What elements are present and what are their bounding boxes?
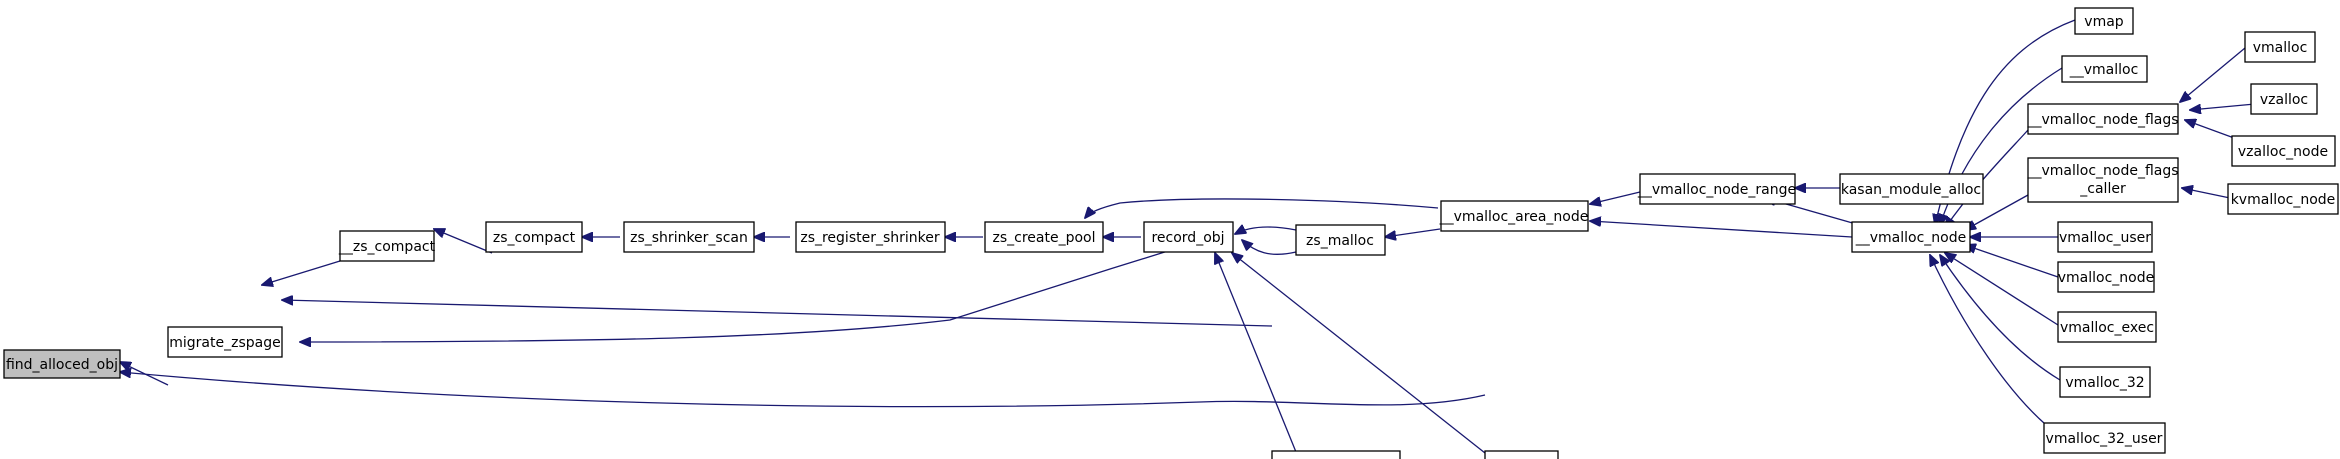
node-vmalloc_node_range[interactable]: __vmalloc_node_range: [1637, 173, 1796, 205]
node-label: __zs_compact: [338, 239, 436, 255]
edge-zs_exit-record_obj: [1232, 253, 1486, 454]
node-migrate_zspage[interactable]: migrate_zspage: [167, 326, 283, 358]
node-vzalloc_node[interactable]: vzalloc_node: [2231, 135, 2336, 167]
node-vmalloc_32[interactable]: vmalloc_32: [2059, 366, 2151, 398]
node-kvmalloc_node[interactable]: kvmalloc_node: [2227, 183, 2339, 215]
node-zs_register_shrinker[interactable]: zs_register_shrinker: [795, 221, 946, 253]
edge-vmalloc_area_node-zs_malloc: [1385, 228, 1441, 237]
edge-kvmalloc_node-vmalloc_node_flags_caller: [2182, 188, 2231, 199]
node-vmalloc_node_flags_caller[interactable]: __vmalloc_node_flags _caller: [2026, 157, 2179, 203]
node-label: zs_compact: [493, 230, 576, 246]
node-label: __vmalloc: [2069, 62, 2139, 78]
node-label: __vmalloc_node_range: [1637, 182, 1796, 198]
node-vmalloc_node_inner[interactable]: __vmalloc_node: [1851, 221, 1971, 253]
node-label: vmalloc: [2253, 40, 2308, 56]
edge-vmalloc_area_node-zs_create_pool: [1085, 198, 1439, 218]
node-label: vzalloc: [2260, 92, 2308, 108]
node-vmalloc_32_user[interactable]: vmalloc_32_user: [2043, 422, 2166, 454]
edge-vmalloc_node-vmalloc_node_inner: [1965, 245, 2059, 278]
node-label: zs_shrinker_scan: [630, 230, 748, 246]
edge-vmalloc-vmalloc_node_flags: [2180, 47, 2246, 102]
edge-zs_compact-zs_compact_inner: [434, 229, 493, 254]
node-label: kvmalloc_node: [2231, 192, 2336, 208]
node-label-line2: _caller: [2079, 181, 2126, 197]
node-label: __vmalloc_area_node: [1439, 209, 1589, 225]
edge-vmalloc_node_range-vmalloc_area_node: [1590, 191, 1641, 204]
node-zs_compact_inner[interactable]: __zs_compact: [338, 230, 436, 262]
node-label: kasan_module_alloc: [1841, 182, 1981, 198]
node-label: vmalloc_32: [2065, 375, 2144, 391]
edge-vmalloc_node_inner-vmalloc_area_node: [1590, 221, 1853, 238]
edge-vmalloc_node_flags_caller-vmalloc_node_inner: [1965, 194, 2029, 230]
node-kasan_module_alloc[interactable]: kasan_module_alloc: [1839, 173, 1984, 205]
node-vzalloc[interactable]: vzalloc: [2250, 83, 2318, 115]
edge-zs_malloc-record_obj-2: [1242, 240, 1297, 255]
node-label: __vmalloc_node: [1855, 230, 1966, 246]
node-label: vzalloc_node: [2238, 144, 2328, 160]
node-label: zs_malloc: [1306, 233, 1374, 249]
edge-record_obj-migrate_zspage: [300, 250, 1169, 342]
edge-zs_exit-find_alloced_obj: [120, 372, 1486, 408]
edges: [120, 19, 2256, 454]
node-label: __vmalloc_node_flags: [2026, 163, 2178, 179]
edge-vmalloc_node_flags-vmalloc_node_inner: [1945, 129, 2029, 228]
node-label: __vmalloc_node_flags: [2026, 112, 2178, 128]
edge-vzalloc-vmalloc_node_flags: [2190, 103, 2256, 110]
node-vmalloc_exec[interactable]: vmalloc_exec: [2057, 311, 2157, 343]
edge-vmalloc_32-vmalloc_node_inner: [1940, 255, 2061, 381]
node-record_obj[interactable]: record_obj: [1143, 221, 1234, 253]
node-label: vmalloc_user: [2059, 230, 2151, 246]
node-zs_malloc[interactable]: zs_malloc: [1295, 224, 1386, 256]
node-vmalloc[interactable]: vmalloc: [2244, 31, 2316, 63]
node-vmalloc_inner[interactable]: __vmalloc: [2061, 55, 2148, 83]
node-label: vmalloc_node: [2058, 270, 2154, 286]
node-putback_zspage[interactable]: putback_zspage: [1271, 450, 1401, 459]
node-label: vmalloc_32_user: [2046, 431, 2163, 447]
node-zs_exit[interactable]: zs_exit: [1484, 450, 1559, 459]
node-label: migrate_zspage: [169, 335, 280, 351]
node-label: record_obj: [1151, 230, 1224, 246]
node-find_alloced_obj[interactable]: find_alloced_obj: [3, 349, 121, 379]
node-vmalloc_area_node[interactable]: __vmalloc_area_node: [1439, 200, 1589, 232]
node-vmalloc_node[interactable]: vmalloc_node: [2057, 261, 2155, 293]
edge-vmalloc_32_user-vmalloc_node_inner: [1930, 255, 2061, 437]
node-vmalloc_node_flags[interactable]: __vmalloc_node_flags: [2026, 103, 2179, 135]
node-vmalloc_user[interactable]: vmalloc_user: [2057, 221, 2153, 253]
node-label: vmalloc_exec: [2060, 320, 2154, 336]
edge-putback_zspage-record_obj: [1215, 253, 1297, 453]
node-label: zs_create_pool: [993, 230, 1096, 246]
node-vmap[interactable]: vmap: [2074, 7, 2134, 35]
node-label: zs_register_shrinker: [800, 230, 940, 246]
node-label: vmap: [2084, 14, 2124, 30]
edge-zs_malloc-record_obj: [1235, 227, 1297, 234]
node-label: find_alloced_obj: [6, 357, 118, 373]
node-zs_shrinker_scan[interactable]: zs_shrinker_scan: [623, 221, 755, 253]
edge-zs_compact_inner-migrate_zspage: [262, 260, 341, 285]
edge-vmalloc_exec-vmalloc_node_inner: [1945, 253, 2059, 326]
edge-putback_zspage-migrate_zspage: [282, 300, 1273, 327]
node-zs_create_pool[interactable]: zs_create_pool: [984, 221, 1104, 253]
node-zs_compact[interactable]: zs_compact: [485, 221, 583, 253]
